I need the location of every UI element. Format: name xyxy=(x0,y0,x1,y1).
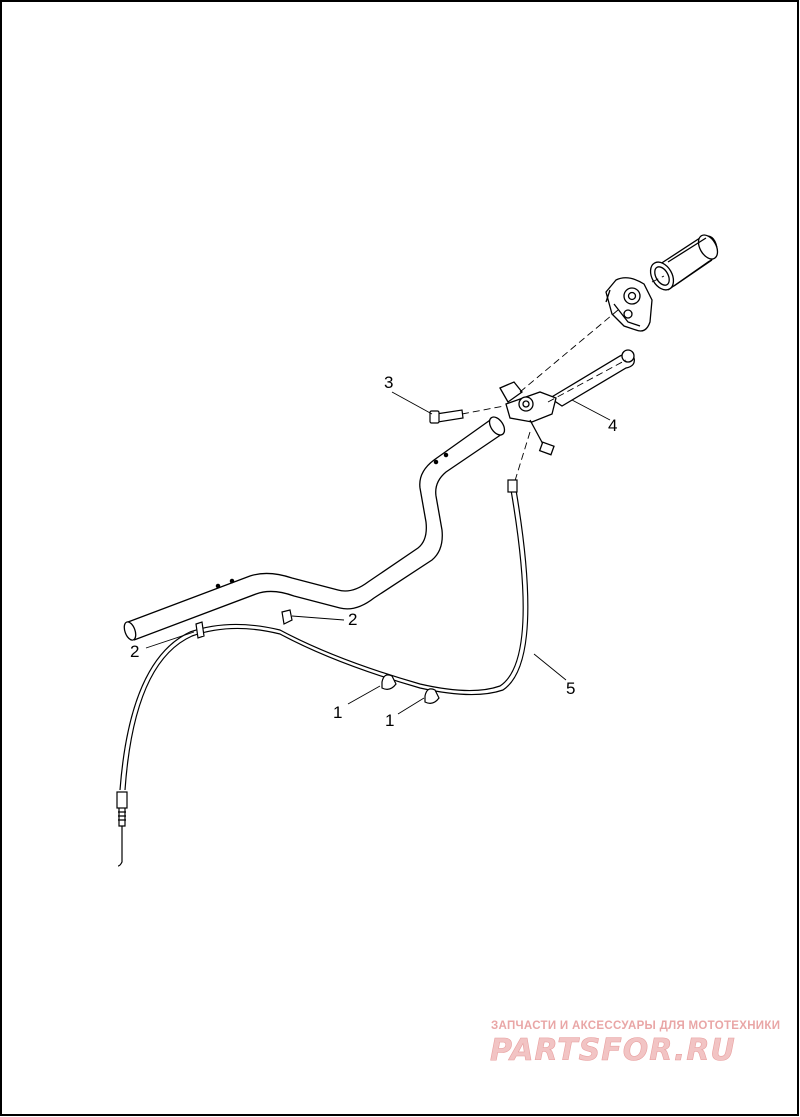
callout-2-tie-left: 2 xyxy=(130,642,140,661)
callout-2-tie-right: 2 xyxy=(348,610,358,629)
callout-5-cable: 5 xyxy=(566,679,576,698)
assembly-leader-lines xyxy=(461,275,665,485)
handlebar xyxy=(123,416,506,641)
callout-4-lever: 4 xyxy=(608,416,618,435)
watermark-logo: PARTSFOR.RU xyxy=(490,1033,736,1069)
clutch-cable xyxy=(116,479,529,867)
callout-leaders xyxy=(145,391,611,715)
switch-housing xyxy=(605,277,653,332)
callout-1-clip-a: 1 xyxy=(333,703,343,722)
callout-3-screw: 3 xyxy=(384,373,394,392)
cable-clip xyxy=(381,674,440,704)
handlebar-grip xyxy=(649,108,800,291)
mounting-screw xyxy=(429,409,464,424)
clutch-lever-assembly xyxy=(499,349,635,456)
callout-1-clip-b: 1 xyxy=(385,711,395,730)
cable-tie xyxy=(195,609,293,639)
watermark-caption: ЗАПЧАСТИ И АКСЕССУАРЫ ДЛЯ МОТОТЕХНИКИ xyxy=(491,1020,781,1032)
